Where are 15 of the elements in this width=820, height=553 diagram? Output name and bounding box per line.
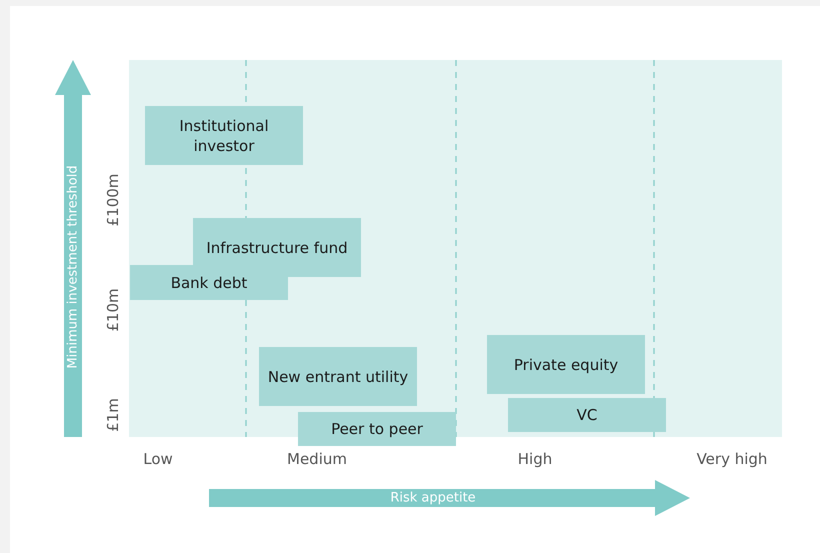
tick-label: Medium bbox=[287, 450, 347, 468]
category-box: Institutional investor bbox=[145, 106, 303, 165]
category-box: Bank debt bbox=[130, 265, 288, 300]
category-box: Private equity bbox=[487, 335, 645, 394]
tick-label: £1m bbox=[104, 398, 122, 432]
category-box: New entrant utility bbox=[259, 347, 417, 406]
axis-title: Minimum investment threshold bbox=[66, 165, 80, 369]
category-box: VC bbox=[508, 398, 666, 432]
tick-label: Low bbox=[143, 450, 173, 468]
category-box: Peer to peer bbox=[298, 412, 456, 446]
tick-label: High bbox=[518, 450, 552, 468]
tick-label: £10m bbox=[104, 288, 122, 332]
tick-label: £100m bbox=[104, 174, 122, 226]
axis-title: Risk appetite bbox=[390, 490, 476, 506]
tick-label: Very high bbox=[696, 450, 768, 468]
